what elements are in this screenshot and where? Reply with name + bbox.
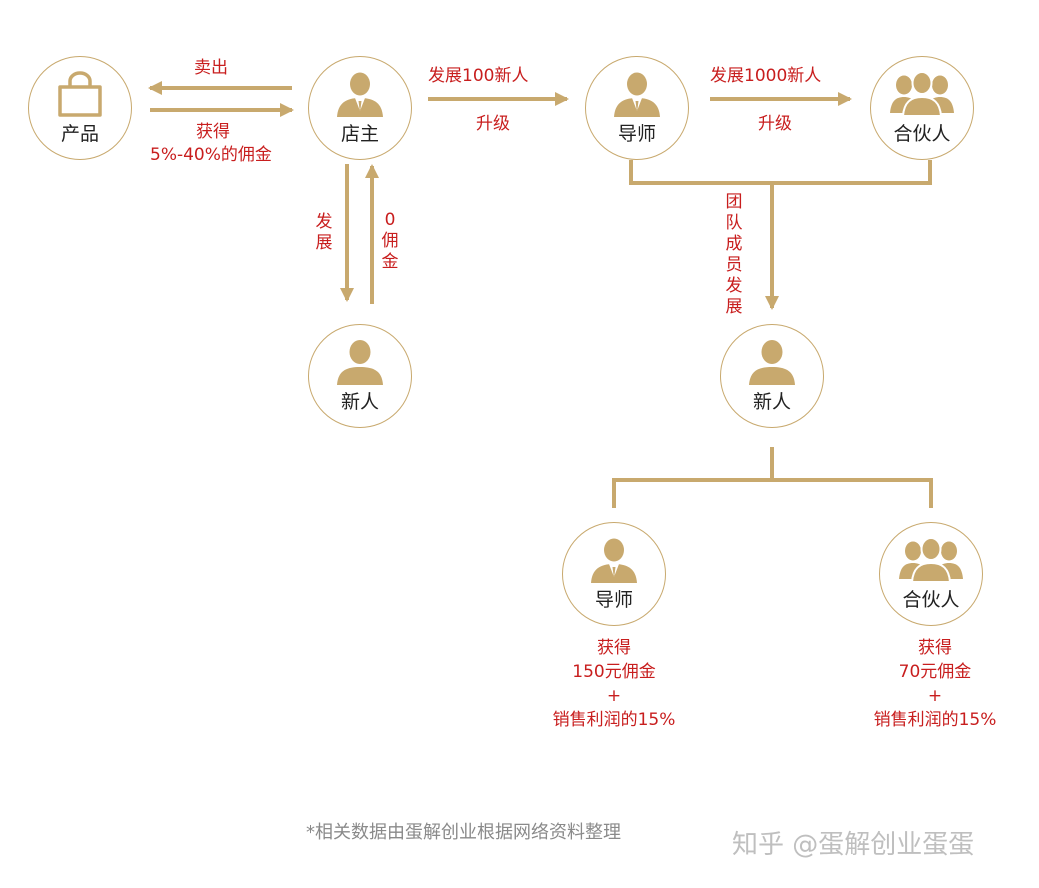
earn-label-line2: 5%-40%的佣金 <box>150 145 272 165</box>
person-suit-icon <box>587 537 641 589</box>
node-partner-bottom: 合伙人 <box>879 522 983 626</box>
node-newbie-center: 新人 <box>720 324 824 428</box>
group-icon <box>889 71 955 121</box>
node-label: 合伙人 <box>902 589 960 611</box>
bottom-bracket <box>612 478 933 508</box>
partner-reward-line3: 销售利润的15% <box>873 710 997 730</box>
node-label: 导师 <box>594 589 633 611</box>
develop-vertical-label: 发展 <box>315 212 333 253</box>
group-icon <box>898 537 964 587</box>
upgrade2-label: 升级 <box>758 114 792 134</box>
node-label: 合伙人 <box>893 123 951 145</box>
mentor-reward-line3: 销售利润的15% <box>552 710 676 730</box>
sell-label: 卖出 <box>194 58 228 78</box>
node-mentor-top: 导师 <box>585 56 689 160</box>
person-suit-icon <box>610 71 664 123</box>
upgrade1-label: 升级 <box>476 114 510 134</box>
partner-reward-plus: + <box>927 686 943 706</box>
person-icon <box>745 339 799 391</box>
shopping-bag-icon <box>52 71 108 123</box>
node-product: 产品 <box>28 56 132 160</box>
person-suit-icon <box>333 71 387 123</box>
node-label: 新人 <box>752 391 791 413</box>
zero-commission-label: 0佣金 <box>381 210 399 272</box>
mentor-reward: 获得 150元佣金 + 销售利润的15% <box>534 636 694 732</box>
node-label: 产品 <box>60 123 99 145</box>
node-label: 新人 <box>340 391 379 413</box>
team-bracket <box>629 160 932 185</box>
node-label: 导师 <box>617 123 656 145</box>
node-shopkeeper: 店主 <box>308 56 412 160</box>
partner-reward-line2: 70元佣金 <box>898 662 972 682</box>
mentor-reward-plus: + <box>606 686 622 706</box>
earn-label-line1: 获得 <box>196 122 230 142</box>
watermark: 知乎 @蛋解创业蛋蛋 <box>732 830 975 860</box>
mentor-reward-line2: 150元佣金 <box>572 662 656 682</box>
source-footnote: *相关数据由蛋解创业根据网络资料整理 <box>306 822 621 843</box>
partner-reward-line1: 获得 <box>918 638 952 658</box>
develop100-label: 发展100新人 <box>428 66 529 86</box>
team-develop-label: 团队成员发展 <box>725 192 743 317</box>
develop1000-label: 发展1000新人 <box>710 66 822 86</box>
node-newbie-left: 新人 <box>308 324 412 428</box>
node-mentor-bottom: 导师 <box>562 522 666 626</box>
mentor-reward-line1: 获得 <box>597 638 631 658</box>
node-label: 店主 <box>340 123 379 145</box>
node-partner-top: 合伙人 <box>870 56 974 160</box>
person-icon <box>333 339 387 391</box>
partner-reward: 获得 70元佣金 + 销售利润的15% <box>855 636 1015 732</box>
